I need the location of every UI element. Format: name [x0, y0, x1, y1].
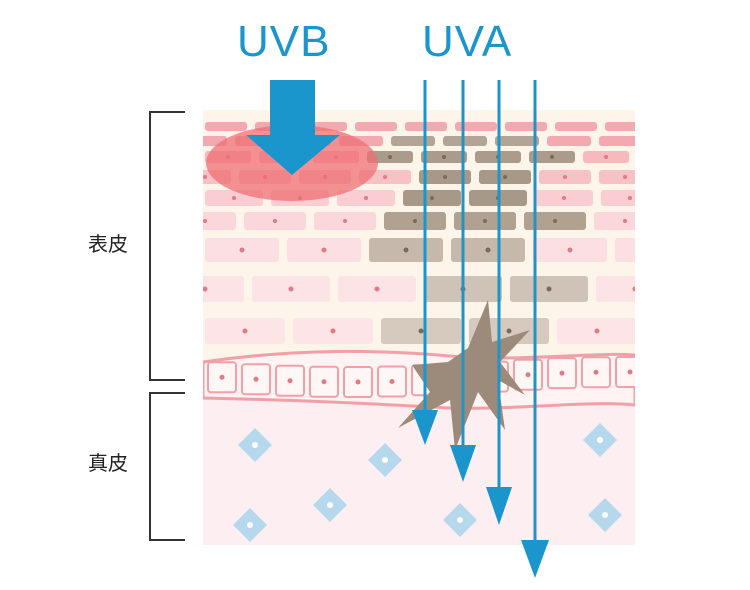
cell-nucleus — [389, 378, 395, 384]
cell-nucleus — [623, 219, 627, 223]
fibroblast-nucleus — [602, 512, 608, 518]
cell-nucleus — [563, 175, 567, 179]
fibroblast-nucleus — [247, 522, 253, 528]
skin-cell — [555, 122, 597, 131]
uva-arrows — [412, 80, 549, 578]
cell-nucleus — [219, 374, 225, 380]
skin-cell — [505, 122, 547, 131]
fibroblast-nucleus — [457, 517, 463, 523]
skin-cell — [637, 151, 683, 163]
cell-nucleus — [594, 328, 600, 334]
cell-nucleus — [546, 286, 552, 292]
skin-cell — [605, 122, 635, 131]
cell-nucleus — [628, 196, 632, 200]
skin-cell — [391, 136, 435, 146]
dermis-bracket — [149, 392, 185, 541]
cell-nucleus — [430, 196, 434, 200]
cell-nucleus — [593, 369, 599, 375]
cell-nucleus — [253, 376, 259, 382]
cell-nucleus — [321, 379, 327, 385]
fibroblast-nucleus — [327, 502, 333, 508]
skin-cell — [495, 136, 539, 146]
cell-nucleus — [550, 155, 554, 159]
cell-nucleus — [330, 328, 336, 334]
cell-nucleus — [413, 219, 417, 223]
cell-nucleus — [242, 328, 248, 334]
cell-nucleus — [562, 196, 566, 200]
cell-nucleus — [355, 379, 361, 385]
fibroblast-nucleus — [252, 442, 258, 448]
cell-nucleus — [503, 175, 507, 179]
skin-cell — [547, 136, 591, 146]
cell-nucleus — [388, 155, 392, 159]
cell-nucleus — [506, 328, 512, 334]
skin-cell — [203, 276, 244, 302]
cell-nucleus — [403, 247, 409, 253]
cell-nucleus — [203, 286, 208, 292]
cell-nucleus — [203, 219, 207, 223]
cell-nucleus — [343, 219, 347, 223]
skin-cell — [599, 136, 635, 146]
skin-cell — [601, 190, 635, 206]
uva-title: UVA — [422, 17, 512, 66]
basal-cells — [207, 356, 635, 398]
cell-nucleus — [383, 175, 387, 179]
uva-arrow-1-icon — [412, 410, 438, 445]
uva-arrow-4-icon — [521, 540, 549, 578]
skin-cell — [599, 170, 635, 184]
cell-nucleus — [567, 247, 573, 253]
cell-nucleus — [443, 175, 447, 179]
cell-nucleus — [658, 155, 662, 159]
cell-nucleus — [364, 196, 368, 200]
cell-nucleus — [483, 219, 487, 223]
skin-block — [203, 110, 683, 545]
cell-nucleus — [239, 247, 245, 253]
uvb-arrow-icon — [246, 80, 340, 175]
skin-cell — [594, 212, 635, 230]
uva-arrow-2-icon — [450, 445, 476, 482]
skin-cell — [443, 136, 487, 146]
skin-cell — [205, 122, 247, 131]
uvb-title: UVB — [237, 17, 330, 66]
cell-nucleus — [559, 370, 565, 376]
cell-nucleus — [287, 378, 293, 384]
cell-nucleus — [485, 247, 491, 253]
cell-nucleus — [418, 328, 424, 334]
basal-cell — [615, 356, 635, 389]
cell-nucleus — [553, 219, 557, 223]
cell-nucleus — [627, 369, 633, 375]
skin-cell — [203, 212, 236, 230]
cell-nucleus — [288, 286, 294, 292]
cell-nucleus — [203, 175, 207, 179]
epidermis-bracket — [149, 111, 185, 381]
cell-nucleus — [604, 155, 608, 159]
cell-nucleus — [442, 155, 446, 159]
skin-cell — [355, 122, 397, 131]
fibroblast-nucleus — [382, 457, 388, 463]
fibroblast-nucleus — [597, 437, 603, 443]
dermis-fibroblasts — [233, 423, 622, 542]
cell-nucleus — [273, 219, 277, 223]
uva-arrow-3-icon — [486, 487, 512, 525]
cell-nucleus — [232, 196, 236, 200]
dermis-label: 真皮 — [88, 451, 128, 475]
cell-nucleus — [632, 286, 635, 292]
skin-cell — [615, 238, 635, 262]
epidermis-label: 表皮 — [88, 232, 128, 256]
skin-cell — [596, 276, 635, 302]
cell-nucleus — [374, 286, 380, 292]
cell-nucleus — [525, 372, 531, 378]
cell-nucleus — [623, 175, 627, 179]
skin-cell — [455, 122, 497, 131]
cell-nucleus — [321, 247, 327, 253]
cell-nucleus — [650, 248, 655, 253]
